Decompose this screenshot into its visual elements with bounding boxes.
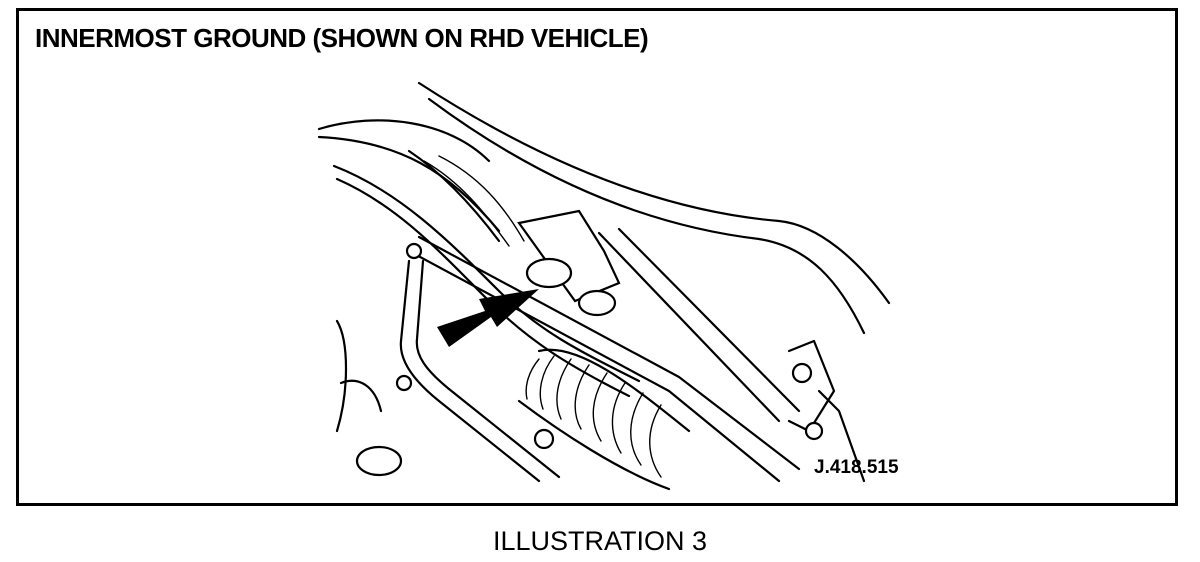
chassis-panel-top (317, 119, 491, 163)
bracket-tube-left (399, 259, 541, 483)
boot-rib-2 (539, 355, 555, 410)
boot-outline-bottom (517, 399, 671, 491)
bracket-tube-right (415, 259, 561, 479)
strut-long-2 (617, 227, 801, 413)
strut-long-1 (597, 231, 781, 423)
right-nut-lower (804, 421, 824, 441)
harness-line-1 (332, 164, 641, 383)
boot-rib-5 (592, 372, 608, 442)
reference-code: J.418.515 (814, 457, 899, 478)
chassis-rail-lower (427, 97, 866, 335)
chassis-rail-upper (417, 81, 891, 305)
right-bracket (787, 339, 836, 433)
harness-wire-1 (423, 160, 510, 247)
lower-bolt-2 (533, 428, 555, 450)
strut-lower (417, 235, 801, 471)
lower-bolt-1 (395, 374, 413, 392)
boot-rib-8 (649, 404, 662, 478)
boot-rib-7 (630, 392, 644, 466)
engine-bay-illustration (317, 81, 891, 491)
harness-wire-2 (438, 155, 525, 242)
upper-bolt (405, 242, 423, 260)
lower-fitting (355, 445, 403, 477)
ground-stud-nut (577, 289, 617, 317)
boot-outline-top (537, 348, 691, 433)
lower-left-curve (335, 319, 348, 433)
boot-rib-4 (574, 364, 590, 430)
figure-caption: ILLUSTRATION 3 (492, 526, 708, 556)
pointer-arrow (437, 289, 539, 347)
ground-stud-head (525, 257, 573, 289)
boot-rib-1 (525, 358, 540, 400)
lower-left-connector (339, 379, 383, 413)
boot-rib-6 (611, 382, 626, 454)
figure-title: INNERMOST GROUND (SHOWN ON RHD VEHICLE) (35, 23, 649, 53)
figure-frame: INNERMOST GROUND (SHOWN ON RHD VEHICLE) (16, 8, 1178, 506)
right-nut (791, 362, 813, 384)
ground-stud-housing (517, 209, 621, 303)
harness-line-3 (407, 149, 501, 243)
right-bracket-inner (817, 389, 866, 483)
boot-rib-3 (556, 358, 572, 420)
